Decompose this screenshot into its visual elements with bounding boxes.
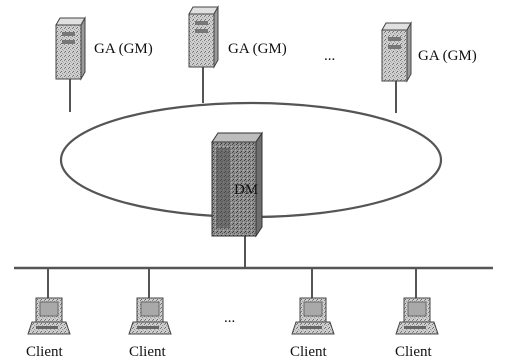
client-computer-1 (28, 268, 70, 334)
clients-ellipsis: ... (224, 310, 235, 326)
client-computer-3 (292, 268, 334, 334)
server-label-2: GA (GM) (228, 41, 287, 57)
server-label-3: GA (GM) (418, 48, 477, 64)
client-label-2: Client (129, 344, 166, 360)
server-tower-2 (189, 7, 218, 103)
server-label-1: GA (GM) (94, 41, 153, 57)
server-tower-3 (382, 23, 411, 113)
client-computer-2 (129, 268, 171, 334)
servers-ellipsis: ... (324, 48, 335, 64)
client-label-4: Client (395, 344, 432, 360)
client-label-1: Client (26, 344, 63, 360)
client-label-3: Client (290, 344, 327, 360)
dm-label: DM (234, 182, 258, 198)
server-tower-1 (56, 18, 85, 112)
dm-server (212, 133, 262, 267)
client-computer-4 (396, 268, 438, 334)
